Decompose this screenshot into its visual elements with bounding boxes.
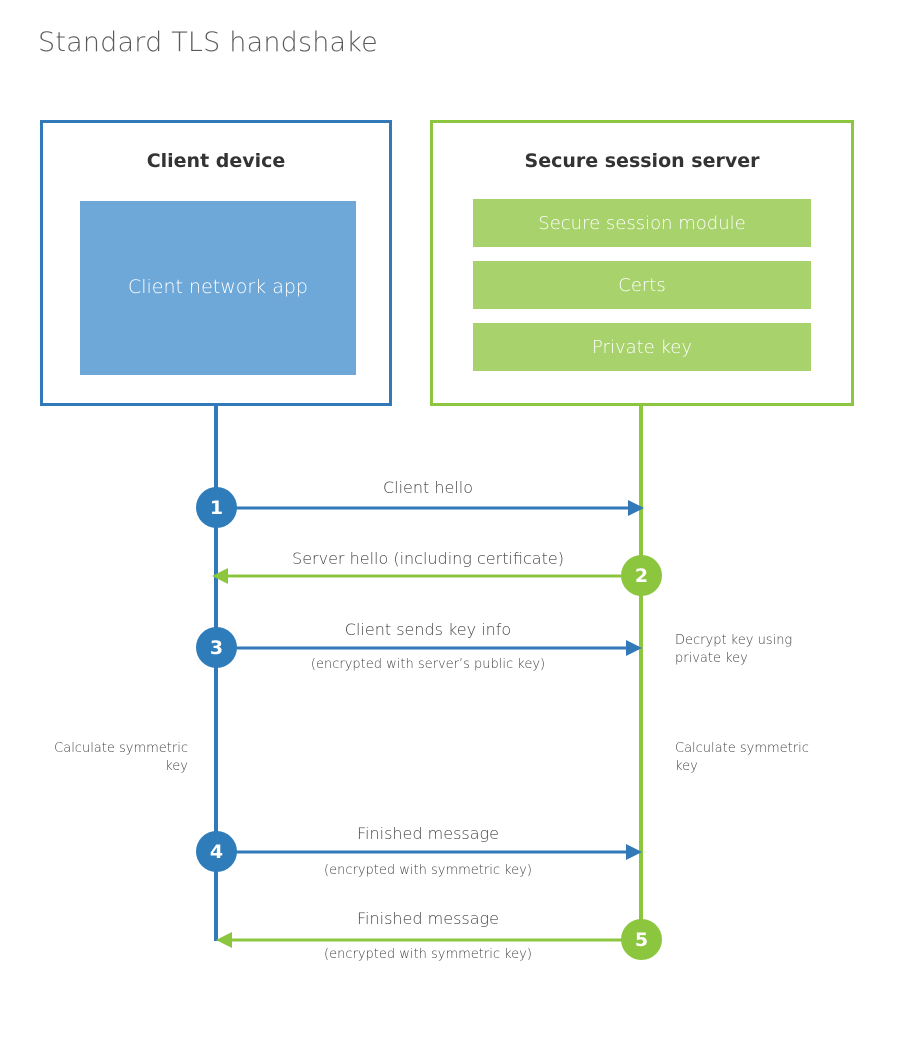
arrow-step-1 xyxy=(216,500,644,516)
arrow-step-2 xyxy=(212,568,641,584)
client-network-app-label: Client network app xyxy=(127,276,308,299)
page-title: Standard TLS handshake xyxy=(38,27,378,58)
step-marker-3[interactable]: 3 xyxy=(196,627,237,668)
step-2-label: Server hello (including certificate) xyxy=(292,549,564,568)
client-device-title: Client device xyxy=(146,150,286,172)
client-lifeline xyxy=(214,406,218,941)
note-server-calculate-symmetric-key: Calculate symmetric key xyxy=(675,741,809,774)
server-component-label: Secure session module xyxy=(538,212,746,234)
step-1-label: Client hello xyxy=(382,478,474,497)
server-component-label: Certs xyxy=(618,274,666,296)
arrow-step-4 xyxy=(216,844,642,860)
server-component-certs: Certs xyxy=(473,261,811,309)
arrow-step-3 xyxy=(216,640,642,656)
step-3-sublabel: (encrypted with server’s public key) xyxy=(310,657,546,672)
note-client-calculate-symmetric-key: Calculate symmetric key xyxy=(54,741,188,774)
step-marker-5[interactable]: 5 xyxy=(621,919,662,960)
server-component-private-key: Private key xyxy=(473,323,811,371)
step-4-sublabel: (encrypted with symmetric key) xyxy=(324,863,532,878)
server-component-secure-session-module: Secure session module xyxy=(473,199,811,247)
step-3-label: Client sends key info xyxy=(344,620,512,639)
step-5-sublabel: (encrypted with symmetric key) xyxy=(324,947,532,962)
step-marker-2[interactable]: 2 xyxy=(621,555,662,596)
step-5-label: Finished message xyxy=(357,909,499,928)
arrow-step-5 xyxy=(216,932,641,948)
server-component-label: Private key xyxy=(592,336,692,358)
server-lifeline xyxy=(639,406,643,940)
step-marker-4[interactable]: 4 xyxy=(196,831,237,872)
client-device-box: Client device Client network app xyxy=(40,120,392,406)
secure-session-server-title: Secure session server xyxy=(524,150,760,172)
note-server-decrypt: Decrypt key using private key xyxy=(675,633,793,666)
server-components-list: Secure session module Certs Private key xyxy=(473,199,811,371)
client-network-app-block: Client network app xyxy=(80,201,356,375)
secure-session-server-box: Secure session server Secure session mod… xyxy=(430,120,854,406)
step-4-label: Finished message xyxy=(357,824,499,843)
step-marker-1[interactable]: 1 xyxy=(196,487,237,528)
